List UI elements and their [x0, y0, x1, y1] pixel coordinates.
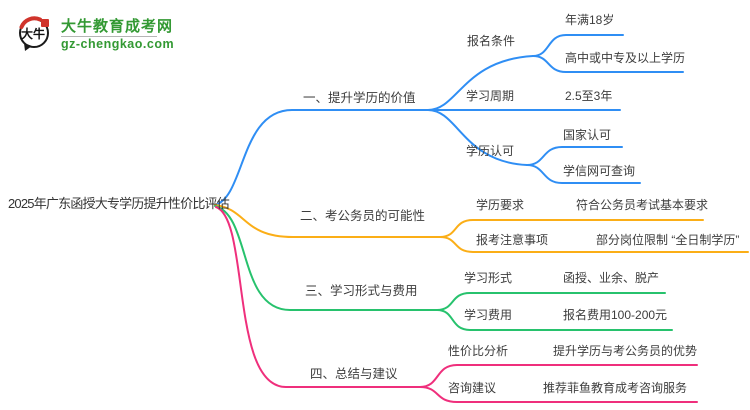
branch1-value-state: 国家认可 — [563, 128, 612, 142]
branch1-child-period-label: 学习周期 — [466, 89, 515, 103]
branch2-child-requirement-label: 学历要求 — [476, 198, 525, 212]
branch4-value-analysis: 提升学历与考公务员的优势 — [553, 344, 698, 358]
logo-bubble-icon: 大牛 — [19, 16, 49, 51]
logo-brand-name: 大牛教育成考网 — [61, 17, 174, 35]
branch3-value-form: 函授、业余、脱产 — [563, 271, 660, 285]
branch3-child-form-label: 学习形式 — [464, 271, 513, 285]
branch3-label: 三、学习形式与费用 — [305, 284, 418, 298]
branch1-value-period: 2.5至3年 — [565, 89, 613, 103]
branch2-lines — [214, 204, 749, 253]
branch1-lines — [214, 34, 684, 206]
branch1-child-recognition-label: 学历认可 — [466, 144, 515, 158]
site-logo: 大牛 大牛教育成考网 gz-chengkao.com — [16, 13, 174, 55]
logo-domain: gz-chengkao.com — [61, 36, 175, 51]
branch3-value-fee: 报名费用100-200元 — [563, 308, 668, 322]
branch2-value-requirement: 符合公务员考试基本要求 — [576, 198, 709, 212]
branch4-label: 四、总结与建议 — [310, 367, 398, 381]
branch1-label: 一、提升学历的价值 — [303, 91, 416, 105]
branch2-label: 二、考公务员的可能性 — [300, 209, 426, 223]
branch4-child-advice-label: 咨询建议 — [448, 381, 497, 395]
logo-text-block: 大牛教育成考网 gz-chengkao.com — [61, 18, 174, 51]
branch2-child-notes-label: 报考注意事项 — [476, 233, 549, 247]
logo-divider — [61, 35, 157, 37]
logo-bubble-text: 大牛 — [21, 26, 45, 41]
branch1-value-education: 高中或中专及以上学历 — [565, 51, 686, 65]
branch3-child-fee-label: 学习费用 — [464, 308, 513, 322]
branch1-value-age: 年满18岁 — [565, 13, 615, 27]
branch4-child-analysis-label: 性价比分析 — [448, 344, 509, 358]
root-node-title: 2025年广东函授大专学历提升性价比评估 — [8, 196, 230, 211]
branch2-value-notes: 部分岗位限制 “全日制学历” — [596, 233, 740, 247]
branch3-lines — [214, 205, 673, 331]
branch4-lines — [215, 206, 698, 403]
branch4-value-advice: 推荐菲鱼教育成考咨询服务 — [543, 381, 688, 395]
branch1-child-signup-label: 报名条件 — [467, 34, 516, 48]
branch1-value-chsi: 学信网可查询 — [563, 164, 636, 178]
